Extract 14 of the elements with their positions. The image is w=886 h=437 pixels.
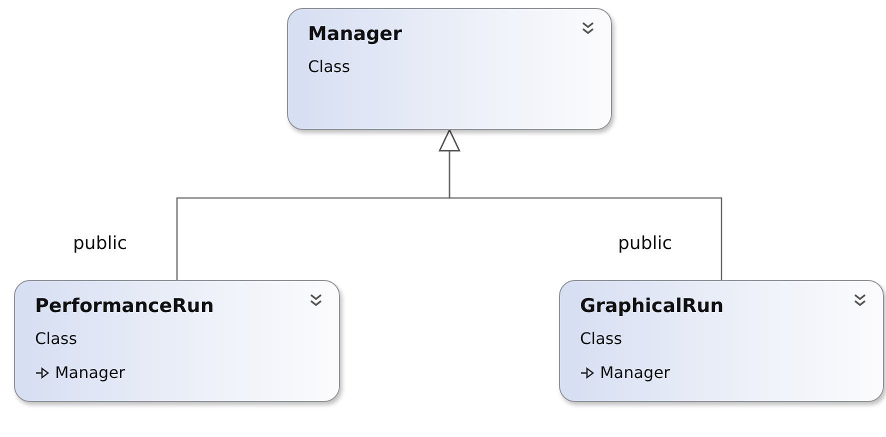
- inheritance-connector: [438, 129, 722, 280]
- stereotype-label: Class: [308, 57, 350, 76]
- stereotype-label: Class: [580, 329, 622, 348]
- class-box: [14, 280, 340, 402]
- class-name: GraphicalRun: [580, 295, 724, 317]
- class-box: [559, 280, 884, 402]
- class-box: [287, 8, 612, 130]
- edge-label: public: [618, 233, 672, 254]
- class-name: Manager: [308, 23, 402, 45]
- base-class-name: Manager: [55, 363, 126, 382]
- edge-label: public: [73, 233, 128, 254]
- class-name: PerformanceRun: [35, 295, 214, 317]
- base-class-name: Manager: [600, 363, 670, 382]
- stereotype-label: Class: [35, 329, 78, 348]
